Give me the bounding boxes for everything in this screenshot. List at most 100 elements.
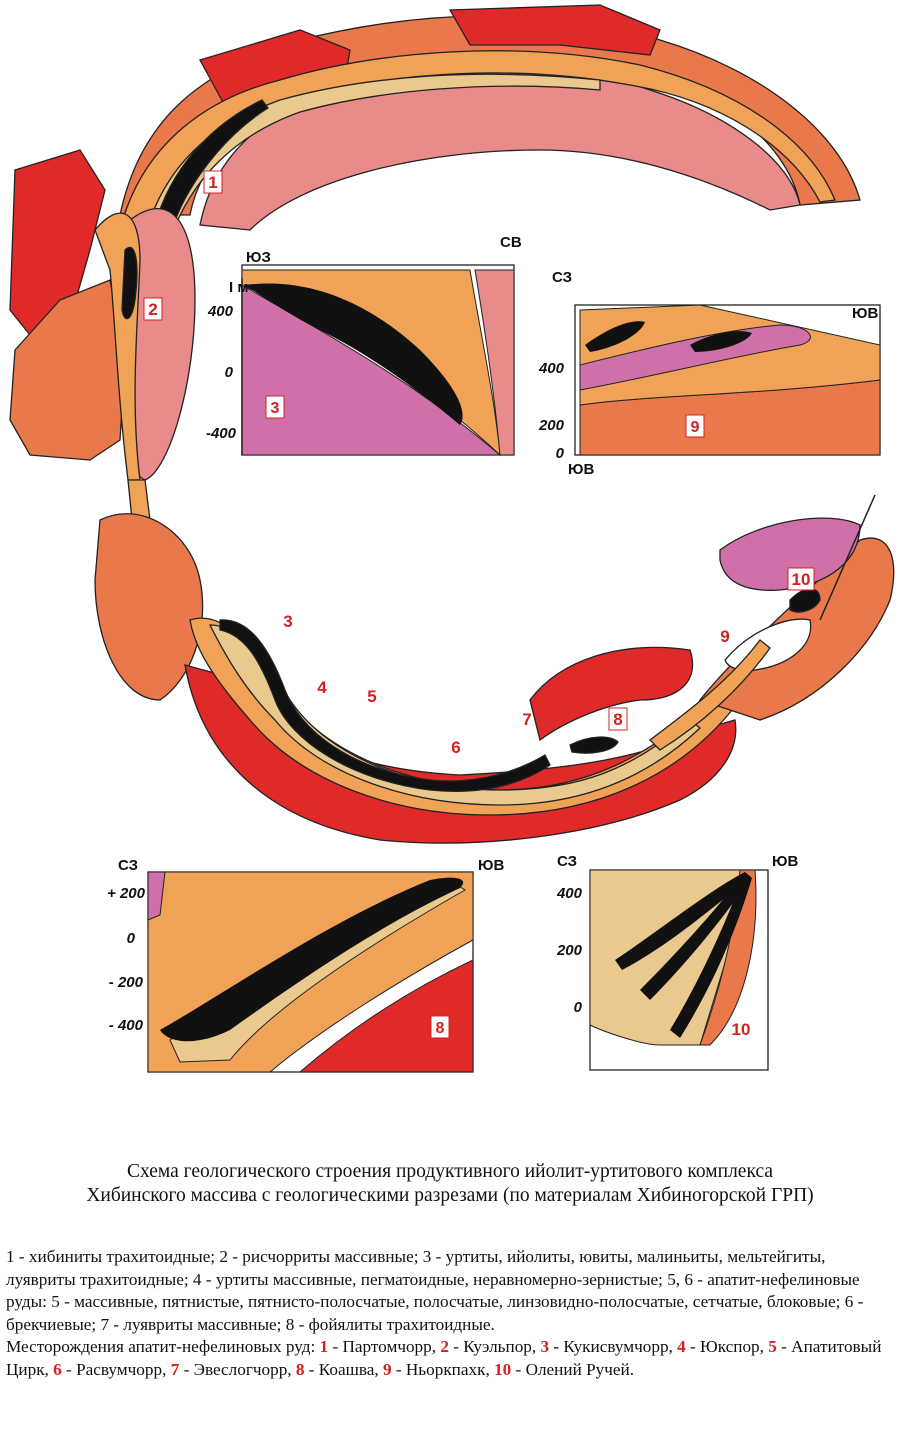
- section-3-tick: - 400: [109, 1017, 144, 1034]
- section-2: [574, 304, 881, 456]
- section-2-tick: 200: [538, 417, 565, 434]
- deposit-label-7: 7: [522, 710, 531, 729]
- section-3-tick: + 200: [107, 885, 146, 902]
- deposit-label-4: 4: [317, 678, 327, 697]
- deposit-label-5: 5: [367, 687, 376, 706]
- section-3-lujavrite-corner: [147, 871, 166, 921]
- deposit-number-2: 2: [440, 1337, 449, 1357]
- ore-body-10: [789, 588, 821, 613]
- section-3-rock-label-box: [430, 1015, 450, 1039]
- section-1: [241, 264, 515, 457]
- section-2-foyaite-band: [579, 324, 811, 391]
- deposit-name: - Расвумчорр,: [61, 1359, 171, 1379]
- deposit-number-8: 8: [295, 1359, 305, 1379]
- section-4-ore-3: [670, 872, 752, 1038]
- deposits-list: Месторождения апатит-нефелиновых руд: 1 …: [6, 1336, 896, 1381]
- deposit-label-6: 6: [451, 738, 460, 757]
- deposit-name: - Куэльпор,: [448, 1337, 541, 1357]
- section-1-right-direction: СВ: [500, 234, 522, 251]
- map-lower-arc: [94, 513, 741, 844]
- deposit-name: - Партомчорр,: [328, 1337, 441, 1357]
- section-1-ore: [245, 283, 463, 425]
- section-2-ore-lens-2: [690, 331, 752, 352]
- lower-urtite-massive-belt: [208, 624, 701, 806]
- deposits-intro: Месторождения апатит-нефелиновых руд:: [6, 1337, 316, 1357]
- deposit-name: - Кукисвумчорр,: [549, 1337, 678, 1357]
- section-2-ore-lens-1: [585, 321, 645, 352]
- section-4-rock-label: 10: [732, 1020, 751, 1039]
- map-right-side: [649, 494, 895, 751]
- section-2-bottom-direction: ЮВ: [568, 461, 594, 478]
- section-1-left-direction: ЮЗ: [246, 249, 271, 266]
- deposit-number-4: 4: [677, 1337, 686, 1357]
- section-1-right-lujavrite: [474, 269, 515, 456]
- section-4-ore-1: [615, 872, 748, 970]
- section-2-rock-label-box: [685, 414, 705, 438]
- deposit-number-5: 5: [768, 1337, 777, 1357]
- deposit-name: - Апатитовый Цирк,: [6, 1337, 882, 1379]
- section-3-right-direction: ЮВ: [478, 857, 504, 874]
- legend-text: 1 - хибиниты трахитоидные; 2 - рисчоррит…: [6, 1246, 896, 1382]
- map-upper-arc: [119, 4, 861, 241]
- deposit-name: - Коашва,: [304, 1359, 383, 1379]
- right-fault-line: [819, 494, 876, 621]
- section-1-lujavrite: [241, 284, 502, 456]
- deposit-label-2: 2: [148, 300, 157, 319]
- section-2-tick: 0: [556, 445, 565, 462]
- section-4-tick: 400: [556, 885, 583, 902]
- section-1-tick: -400: [206, 425, 237, 442]
- section-4-left-direction: СЗ: [557, 853, 577, 870]
- deposit-number-6: 6: [53, 1359, 62, 1379]
- deposit-label-box: [203, 170, 223, 194]
- left-khibinite-block: [9, 149, 106, 336]
- deposit-name: - Юкспор,: [685, 1337, 769, 1357]
- ore-body-lower: [219, 619, 551, 792]
- rock-types-description: 1 - хибиниты трахитоидные; 2 - рисчоррит…: [6, 1247, 864, 1334]
- deposit-label-1: 1: [208, 173, 217, 192]
- section-3-left-direction: СЗ: [118, 857, 138, 874]
- section-2-right-direction: ЮВ: [852, 305, 878, 322]
- section-4-ore-2: [640, 872, 750, 1000]
- deposit-label-box: [608, 707, 628, 731]
- section-4-urtite-massive: [589, 869, 751, 1046]
- section-2-tick: 400: [538, 360, 565, 377]
- ore-body-2: [121, 247, 138, 320]
- deposit-name: - Эвеслогчорр,: [179, 1359, 296, 1379]
- map-left-side: [9, 149, 196, 556]
- deposit-number-7: 7: [170, 1359, 180, 1379]
- left-rischorrite-block: [9, 279, 126, 461]
- right-urtite-strip: [649, 639, 771, 751]
- deposit-label-box: [787, 567, 815, 591]
- deposit-label-10: 10: [792, 570, 811, 589]
- ore-body-1: [154, 99, 269, 237]
- section-3-tick: 0: [127, 930, 136, 947]
- section-3-khibinite: [298, 959, 474, 1073]
- section-2-rock-label: 9: [691, 419, 700, 436]
- figure-caption: Схема геологического строения продуктивн…: [0, 1160, 900, 1208]
- deposit-number-10: 10: [494, 1359, 512, 1379]
- section-4-right-direction: ЮВ: [772, 853, 798, 870]
- lower-khibinite-right-block: [529, 646, 694, 742]
- caption-line-2: Хибинского массива с геологическими разр…: [86, 1185, 814, 1206]
- section-4-tick: 200: [556, 942, 583, 959]
- caption-line-1: Схема геологического строения продуктивн…: [127, 1161, 773, 1182]
- lower-rischorrite-left: [94, 513, 204, 701]
- section-3-tick: - 200: [109, 974, 144, 991]
- deposit-label-8: 8: [613, 710, 622, 729]
- section-4-tick: 0: [574, 999, 583, 1016]
- section-1-tick: 400: [207, 303, 234, 320]
- section-4: [589, 869, 769, 1071]
- deposit-label-box: [143, 297, 163, 321]
- section-3: [147, 871, 474, 1073]
- deposit-name: - Ньоркпахк,: [391, 1359, 495, 1379]
- section-1-rock-label-box: [265, 395, 285, 419]
- section-3-ore-body: [160, 877, 464, 1042]
- section-1-scale-label: I м: [229, 279, 248, 296]
- section-3-rock-label: 8: [436, 1020, 445, 1037]
- deposit-number-3: 3: [540, 1337, 550, 1357]
- deposit-label-3: 3: [283, 612, 292, 631]
- section-2-left-direction: СЗ: [552, 269, 572, 286]
- section-1-tick: 0: [225, 364, 234, 381]
